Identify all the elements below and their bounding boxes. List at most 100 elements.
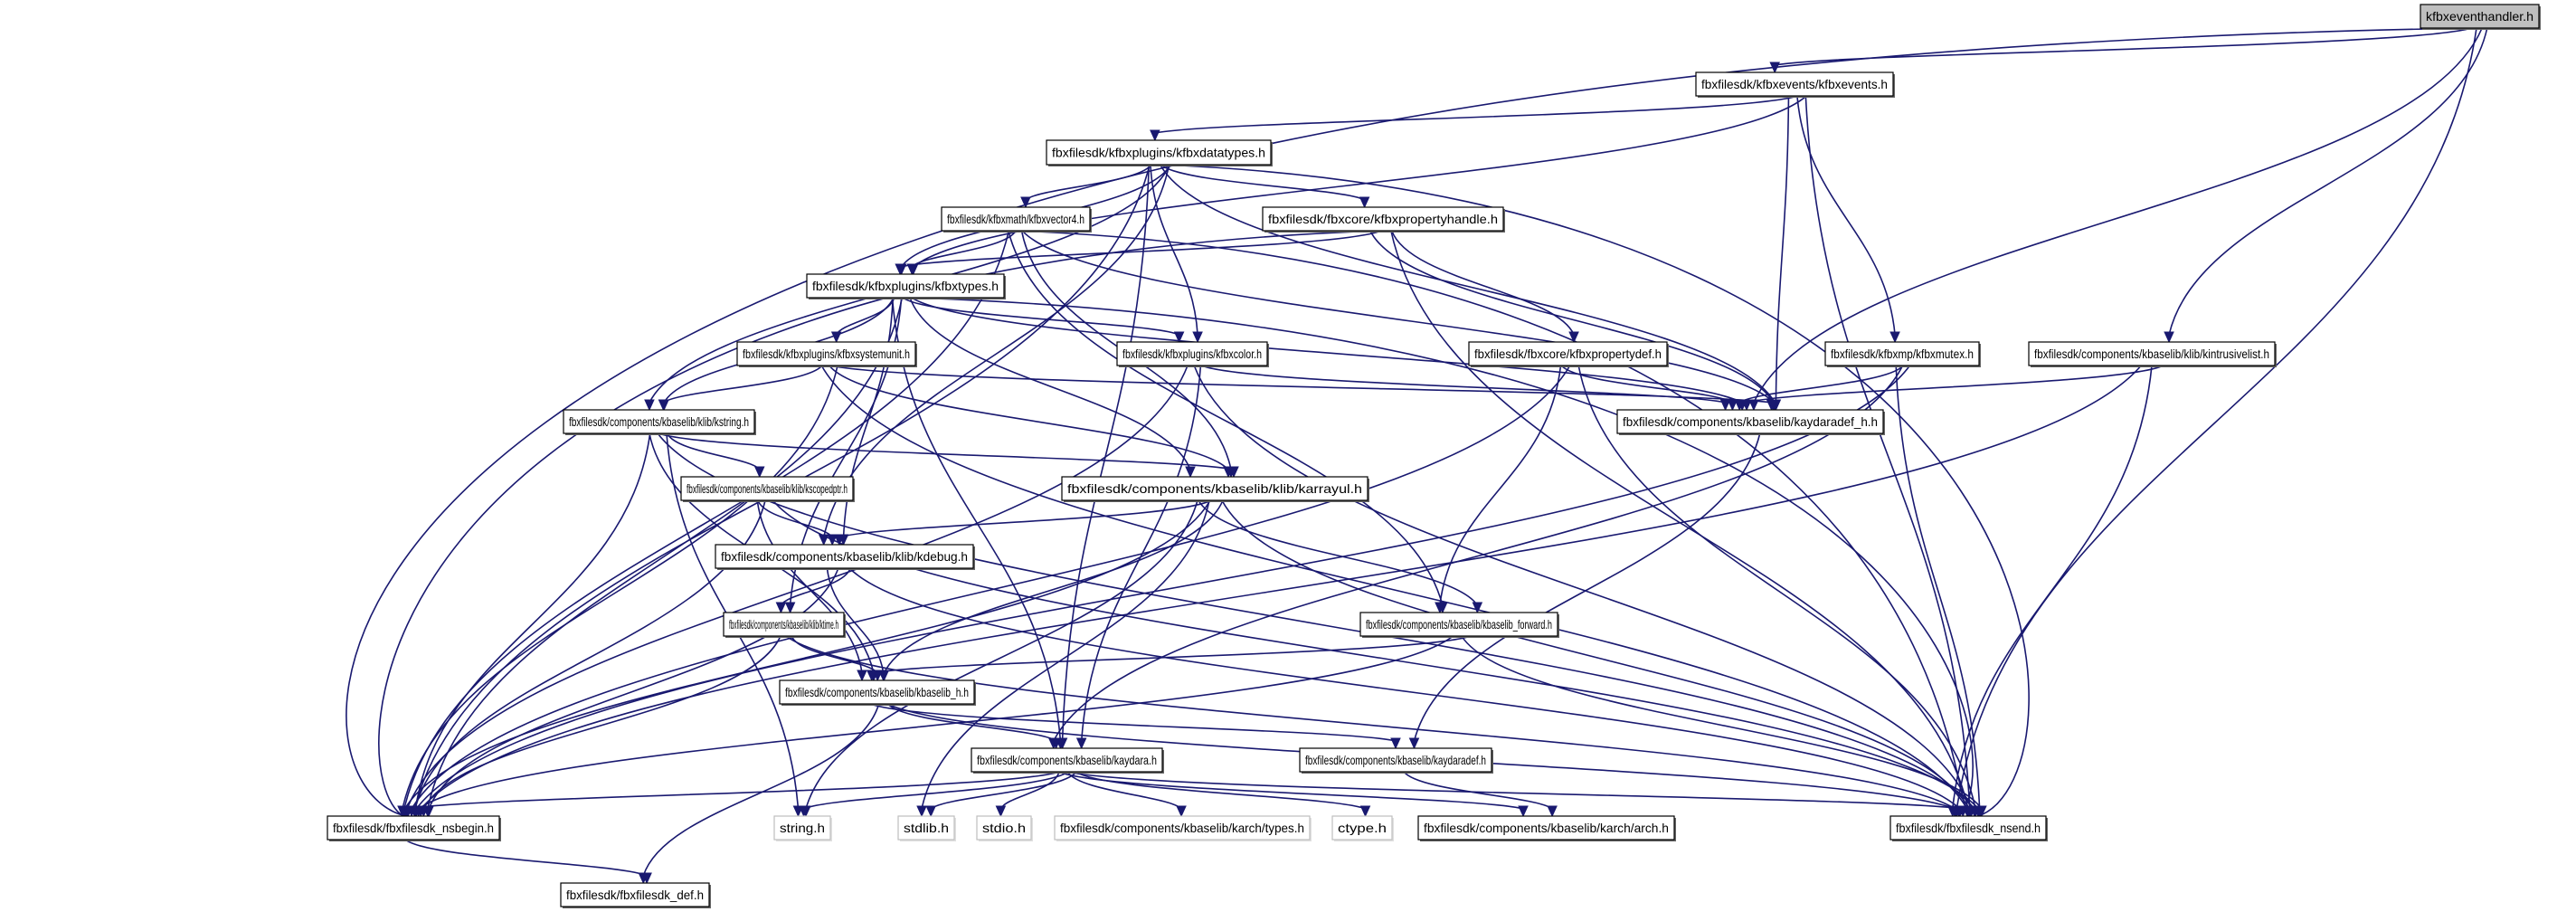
edge-kbaselib_forward-to-nsend <box>1461 635 1987 818</box>
edge-line <box>1775 95 1790 404</box>
edge-propertyhandle-to-kaydaradef_h <box>1369 230 1779 412</box>
node-box <box>1616 409 1884 434</box>
edge-line <box>1775 27 2472 66</box>
edge-intrusivelist-to-kaydaradef_h <box>1741 365 2164 412</box>
edge-line <box>913 95 1807 268</box>
arrowhead-icon <box>1957 805 1969 818</box>
node-box <box>806 273 1005 299</box>
node-label: stdio.h <box>982 821 1026 835</box>
arrowhead-icon <box>784 602 796 614</box>
edge-karrayul-to-nsend <box>1221 499 1975 818</box>
edge-datatypes-to-vector4 <box>1020 164 1152 209</box>
node-box <box>327 815 500 841</box>
edge-events-to-nsend <box>1804 95 1975 818</box>
node-intrusivelist[interactable]: fbxfilesdk/components/kbaselib/klib/kint… <box>2028 341 2277 367</box>
edge-kstring-to-karrayul <box>658 432 1239 479</box>
edge-vector4-to-nsend <box>1015 230 1975 818</box>
arrowhead-icon <box>834 534 845 546</box>
edge-line <box>406 365 1189 810</box>
node-mutex[interactable]: fbxfilesdk/kfbxmp/kfbxmutex.h <box>1824 341 1981 367</box>
edge-line <box>415 365 1911 810</box>
node-label: fbxfilesdk/fbxfilesdk_nsend.h <box>1896 821 2041 835</box>
edge-kscopedptr-to-kbaselib_h <box>756 499 867 682</box>
edge-kaydara-to-stdio_h <box>995 771 1060 818</box>
node-kaydaradef[interactable]: fbxfilesdk/components/kbaselib/kaydarade… <box>1299 747 1493 774</box>
node-label: fbxfilesdk/kfbxevents/kfbxevents.h <box>1701 77 1888 91</box>
node-def[interactable]: fbxfilesdk/fbxfilesdk_def.h <box>560 882 711 908</box>
edge-line <box>1746 365 2164 404</box>
node-kdebug[interactable]: fbxfilesdk/components/kbaselib/klib/kdeb… <box>715 544 975 570</box>
node-events[interactable]: fbxfilesdk/kfbxevents/kfbxevents.h <box>1695 71 1895 98</box>
node-datatypes[interactable]: fbxfilesdk/kfbxplugins/kfbxdatatypes.h <box>1046 139 1273 166</box>
node-box <box>897 815 955 841</box>
edge-line <box>1369 230 1775 404</box>
edge-line <box>999 771 1060 810</box>
node-label: fbxfilesdk/fbxcore/kfbxpropertyhandle.h <box>1268 212 1498 226</box>
node-label: fbxfilesdk/fbxfilesdk_nsbegin.h <box>333 821 494 835</box>
edge-line <box>408 771 1060 810</box>
arrowhead-icon <box>412 805 424 818</box>
arrowhead-icon <box>1075 737 1087 750</box>
arrowhead-icon <box>1176 805 1187 818</box>
node-kstring[interactable]: fbxfilesdk/components/kbaselib/klib/kstr… <box>563 409 756 435</box>
node-nsbegin[interactable]: fbxfilesdk/fbxfilesdk_nsbegin.h <box>327 815 501 841</box>
edge-vector4-to-nsbegin <box>399 230 1010 818</box>
edge-propertyhandle-to-propertydef <box>1390 230 1579 344</box>
edge-line <box>820 365 1968 810</box>
node-box <box>680 476 854 501</box>
node-ctype-h: ctype.h <box>1331 815 1394 841</box>
node-color[interactable]: fbxfilesdk/kfbxplugins/kfbxcolor.h <box>1116 341 1269 367</box>
node-systemunit[interactable]: fbxfilesdk/kfbxplugins/kfbxsystemunit.h <box>736 341 917 367</box>
edge-line <box>921 499 1210 810</box>
node-label: fbxfilesdk/kfbxplugins/kfbxcolor.h <box>1122 347 1262 361</box>
node-box <box>941 206 1091 232</box>
node-eventhandler[interactable]: kfbxeventhandler.h <box>2420 4 2541 30</box>
node-karrayul[interactable]: fbxfilesdk/components/kbaselib/klib/karr… <box>1061 476 1369 502</box>
arrowhead-icon <box>1568 331 1579 344</box>
edge-karrayul-to-kbaselib_forward <box>1198 499 1483 614</box>
edge-systemunit-to-kaydaradef_h <box>829 365 1777 412</box>
node-kbaselib-forward[interactable]: fbxfilesdk/components/kbaselib/kbaselib_… <box>1359 612 1559 638</box>
arrowhead-icon <box>1435 602 1445 614</box>
edge-line <box>658 432 1235 470</box>
node-ktime[interactable]: fbxfilesdk/components/kbaselib/klib/ktim… <box>723 612 846 638</box>
node-box <box>1116 341 1268 366</box>
node-propertydef[interactable]: fbxfilesdk/fbxcore/kfbxpropertydef.h <box>1468 341 1669 367</box>
node-kscopedptr[interactable]: fbxfilesdk/components/kbaselib/klib/ksco… <box>680 476 855 502</box>
edge-kaydara-to-arch <box>1058 771 1529 818</box>
arrowhead-icon <box>995 805 1007 818</box>
edge-events-to-mutex <box>1796 95 1900 344</box>
edge-line <box>835 297 895 336</box>
arrowhead-icon <box>1748 399 1759 412</box>
edge-datatypes-to-propertyhandle <box>1160 164 1370 209</box>
node-box <box>1468 341 1668 366</box>
edge-line <box>1066 771 1964 810</box>
arrowhead-icon <box>1150 129 1160 142</box>
edge-kaydara-to-nsend <box>1066 771 1969 818</box>
node-vector4[interactable]: fbxfilesdk/kfbxmath/kfbxvector4.h <box>941 206 1092 233</box>
node-nsend[interactable]: fbxfilesdk/fbxfilesdk_nsend.h <box>1889 815 2048 841</box>
edge-line <box>1150 164 1198 336</box>
node-label: fbxfilesdk/kfbxplugins/kfbxdatatypes.h <box>1052 146 1265 160</box>
node-label: fbxfilesdk/components/kbaselib/karch/arc… <box>1424 821 1669 835</box>
arrowhead-icon <box>1518 805 1529 818</box>
edge-line <box>1439 365 1562 606</box>
node-kbaselib-h[interactable]: fbxfilesdk/components/kbaselib/kbaselib_… <box>779 679 976 706</box>
arrowhead-icon <box>1359 196 1370 209</box>
node-label: fbxfilesdk/components/kbaselib/klib/kstr… <box>569 414 749 429</box>
edge-kaydara-to-nsbegin <box>402 771 1060 818</box>
node-stdio-h: stdio.h <box>976 815 1033 841</box>
node-kaydaradef-h[interactable]: fbxfilesdk/components/kbaselib/kaydarade… <box>1616 409 1885 435</box>
node-kaydara[interactable]: fbxfilesdk/components/kbaselib/kaydara.h <box>971 747 1164 774</box>
node-label: stdlib.h <box>904 821 949 835</box>
node-arch[interactable]: fbxfilesdk/components/kbaselib/karch/arc… <box>1417 815 1676 841</box>
node-box <box>563 409 755 434</box>
node-stdlib-h: stdlib.h <box>897 815 956 841</box>
node-label: fbxfilesdk/kfbxplugins/kfbxsystemunit.h <box>743 347 910 361</box>
node-box <box>773 815 831 841</box>
node-propertyhandle[interactable]: fbxfilesdk/fbxcore/kfbxpropertyhandle.h <box>1262 206 1505 233</box>
edge-line <box>418 635 1454 810</box>
node-types[interactable]: fbxfilesdk/kfbxplugins/kfbxtypes.h <box>806 273 1006 299</box>
node-box <box>715 544 974 569</box>
node-box <box>1262 206 1504 232</box>
